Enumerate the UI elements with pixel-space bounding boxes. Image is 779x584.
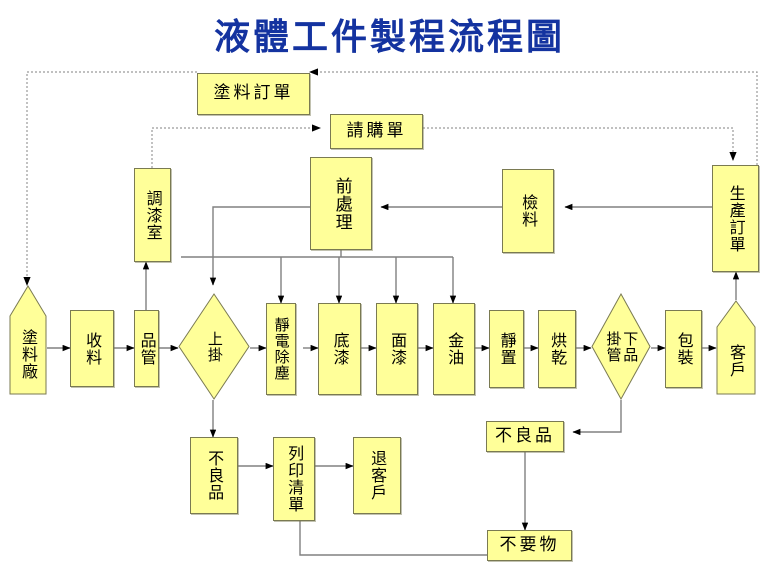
node-paint-mixing-room[interactable]: 調漆室 xyxy=(134,168,171,262)
node-waste[interactable]: 不要物 xyxy=(487,530,572,561)
node-topcoat[interactable]: 面漆 xyxy=(376,303,418,395)
pentagon-shape xyxy=(716,300,756,395)
edge-productionorder-paintorder xyxy=(309,68,758,165)
node-hang-off-qc-label: 掛管 下品 xyxy=(604,330,640,363)
diamond-shape xyxy=(591,293,651,400)
node-pretreatment[interactable]: 前處理 xyxy=(310,157,372,250)
node-drying[interactable]: 烘乾 xyxy=(538,310,576,388)
pentagon-shape xyxy=(9,285,47,395)
node-print-list[interactable]: 列印清單 xyxy=(273,437,315,521)
edge-purchaserequest-productionorder xyxy=(423,127,737,161)
edge-paintmixing-purchaserequest xyxy=(151,124,321,168)
node-defect-left[interactable]: 不良品 xyxy=(190,437,238,514)
node-hang-on[interactable]: 上掛 xyxy=(178,293,250,400)
dashed-connectors xyxy=(23,68,758,286)
solid-connectors xyxy=(47,203,740,556)
node-hang-on-label: 上掛 xyxy=(205,330,224,363)
node-quality-control[interactable]: 品管 xyxy=(134,310,159,387)
node-customer[interactable]: 客戶 xyxy=(716,300,756,395)
node-purchase-request[interactable]: 請購單 xyxy=(330,114,423,149)
edge-hangoffqc-defectright xyxy=(572,400,622,436)
node-standing[interactable]: 靜置 xyxy=(489,310,524,388)
node-paint-factory[interactable]: 塗料廠 xyxy=(9,285,47,395)
node-paint-order[interactable]: 塗料訂單 xyxy=(197,73,310,115)
node-receiving[interactable]: 收料 xyxy=(70,310,114,387)
diamond-shape xyxy=(178,293,250,400)
edge-paintorder-paintfactory xyxy=(23,71,197,286)
node-electrostatic-dust[interactable]: 靜電除塵 xyxy=(266,303,296,395)
node-return-customer[interactable]: 退客戶 xyxy=(353,437,401,514)
node-primer[interactable]: 底漆 xyxy=(318,303,361,395)
node-hang-off-qc[interactable]: 掛管 下品 xyxy=(591,293,651,400)
node-packaging[interactable]: 包裝 xyxy=(665,310,702,388)
edge-pretreatment-hangon xyxy=(209,206,310,286)
node-material-check[interactable]: 檢料 xyxy=(502,169,554,253)
node-clearcoat[interactable]: 金油 xyxy=(433,303,475,395)
node-paint-factory-label: 塗料廠 xyxy=(19,328,38,380)
page-title: 液體工件製程流程圖 xyxy=(213,16,565,58)
node-customer-label: 客戶 xyxy=(727,343,746,378)
node-defect-right[interactable]: 不良品 xyxy=(486,421,564,452)
node-production-order[interactable]: 生產訂單 xyxy=(712,165,759,272)
